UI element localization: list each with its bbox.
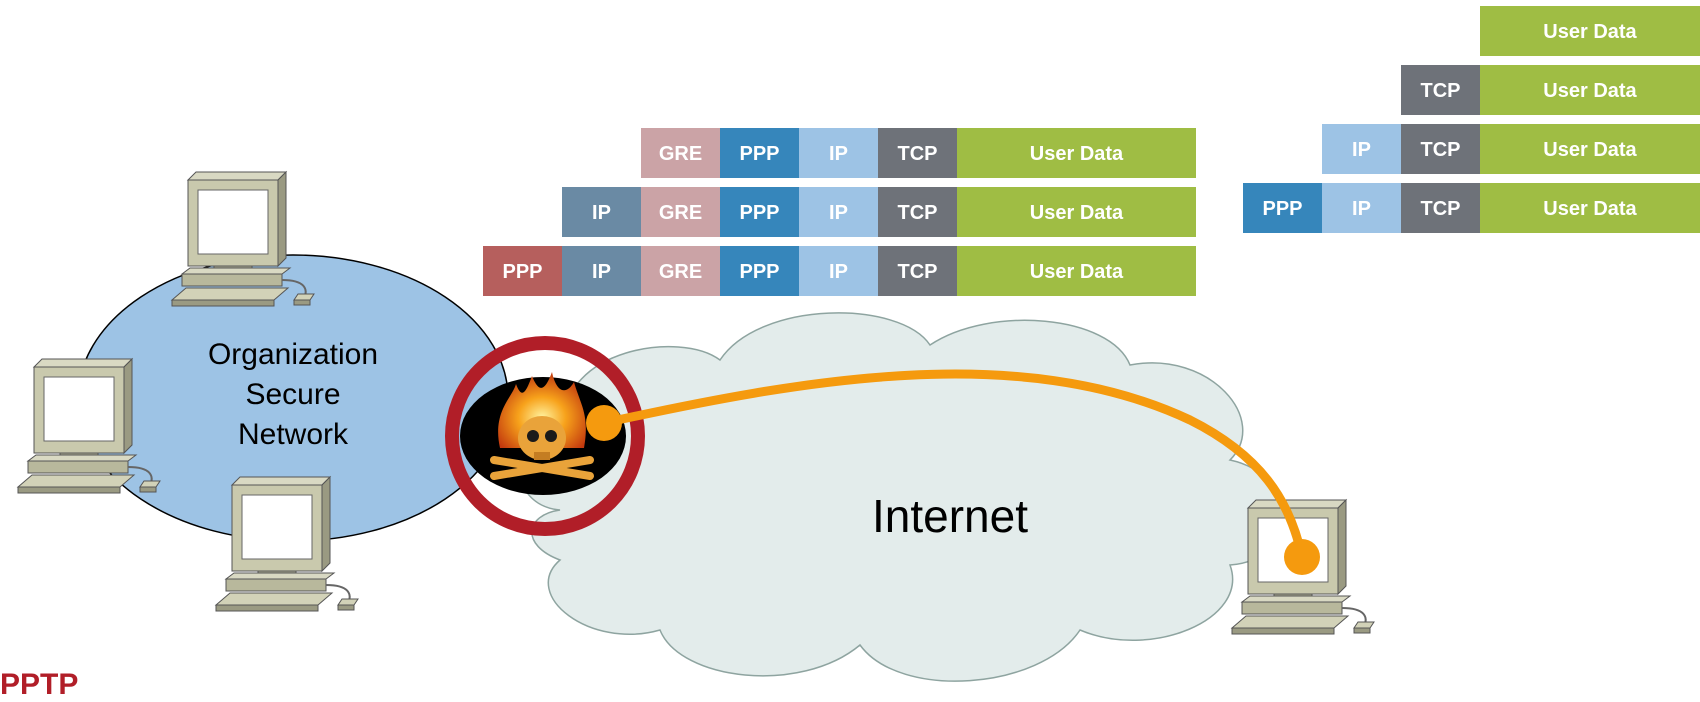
frame-cell-label: IP [1352, 198, 1371, 220]
frame-cell [1401, 183, 1480, 233]
frame-cell [1401, 65, 1480, 115]
frame-cell [1480, 183, 1700, 233]
frame-cell-label: TCP [1421, 139, 1461, 161]
frame-cell [1480, 124, 1700, 174]
frame-cell-label: User Data [1543, 80, 1637, 102]
frame-cell-label: User Data [1030, 143, 1124, 165]
frame-cell-label: TCP [1421, 198, 1461, 220]
frame-cell-label: GRE [659, 261, 702, 283]
frame-cell-label: TCP [898, 143, 938, 165]
frame-cell-label: User Data [1543, 139, 1637, 161]
frame-cell [641, 246, 720, 296]
frame-cell [1322, 124, 1401, 174]
frame-cell [799, 246, 878, 296]
frame-cell-label: PPP [739, 261, 779, 283]
frame-cell-label: User Data [1030, 261, 1124, 283]
frame-cell [483, 246, 562, 296]
frame-cell [720, 128, 799, 178]
frame-cell-label: PPP [739, 143, 779, 165]
tunnel-endpoint [1284, 539, 1320, 575]
org-label-line2: Secure [245, 378, 340, 411]
frame-cell [720, 187, 799, 237]
frame-cell [957, 128, 1196, 178]
frame-cell [641, 187, 720, 237]
attack-ring [445, 336, 645, 536]
frame-cell [1243, 183, 1322, 233]
frame-cell [1480, 65, 1700, 115]
frame-cell-label: IP [592, 261, 611, 283]
frame-cell [878, 187, 957, 237]
frame-cell [957, 187, 1196, 237]
frame-cell [799, 187, 878, 237]
caption-title: PPTP [0, 668, 79, 701]
frame-cell [641, 128, 720, 178]
frame-cell [562, 187, 641, 237]
org-label-line1: Organization [208, 338, 378, 371]
frame-cell-label: GRE [659, 202, 702, 224]
skull-flames-icon [460, 372, 626, 495]
frame-cell [799, 128, 878, 178]
frame-cell-label: IP [829, 261, 848, 283]
frame-cell-label: PPP [1262, 198, 1302, 220]
frame-cell-label: IP [829, 143, 848, 165]
frame-cell [1401, 124, 1480, 174]
tunnel-endpoint [586, 405, 622, 441]
frame-cell [1480, 6, 1700, 56]
frame-cell-label: User Data [1543, 21, 1637, 43]
internet-label: Internet [872, 490, 1028, 542]
frame-cell-label: User Data [1030, 202, 1124, 224]
frame-cell [1322, 183, 1401, 233]
frame-cell-label: GRE [659, 143, 702, 165]
frame-cell-label: IP [1352, 139, 1371, 161]
frame-cell [720, 246, 799, 296]
frame-cell-label: User Data [1543, 198, 1637, 220]
frame-cell [562, 246, 641, 296]
frame-cell-label: PPP [502, 261, 542, 283]
frame-cell [878, 128, 957, 178]
frame-cell [957, 246, 1196, 296]
frame-cell-label: IP [829, 202, 848, 224]
frame-cell [878, 246, 957, 296]
pptp-tunnel [599, 369, 1307, 562]
frame-cell-label: TCP [1421, 80, 1461, 102]
frame-cell-label: TCP [898, 202, 938, 224]
frame-cell-label: IP [592, 202, 611, 224]
org-label-line3: Network [238, 418, 349, 451]
frame-cell-label: PPP [739, 202, 779, 224]
frame-cell-label: TCP [898, 261, 938, 283]
